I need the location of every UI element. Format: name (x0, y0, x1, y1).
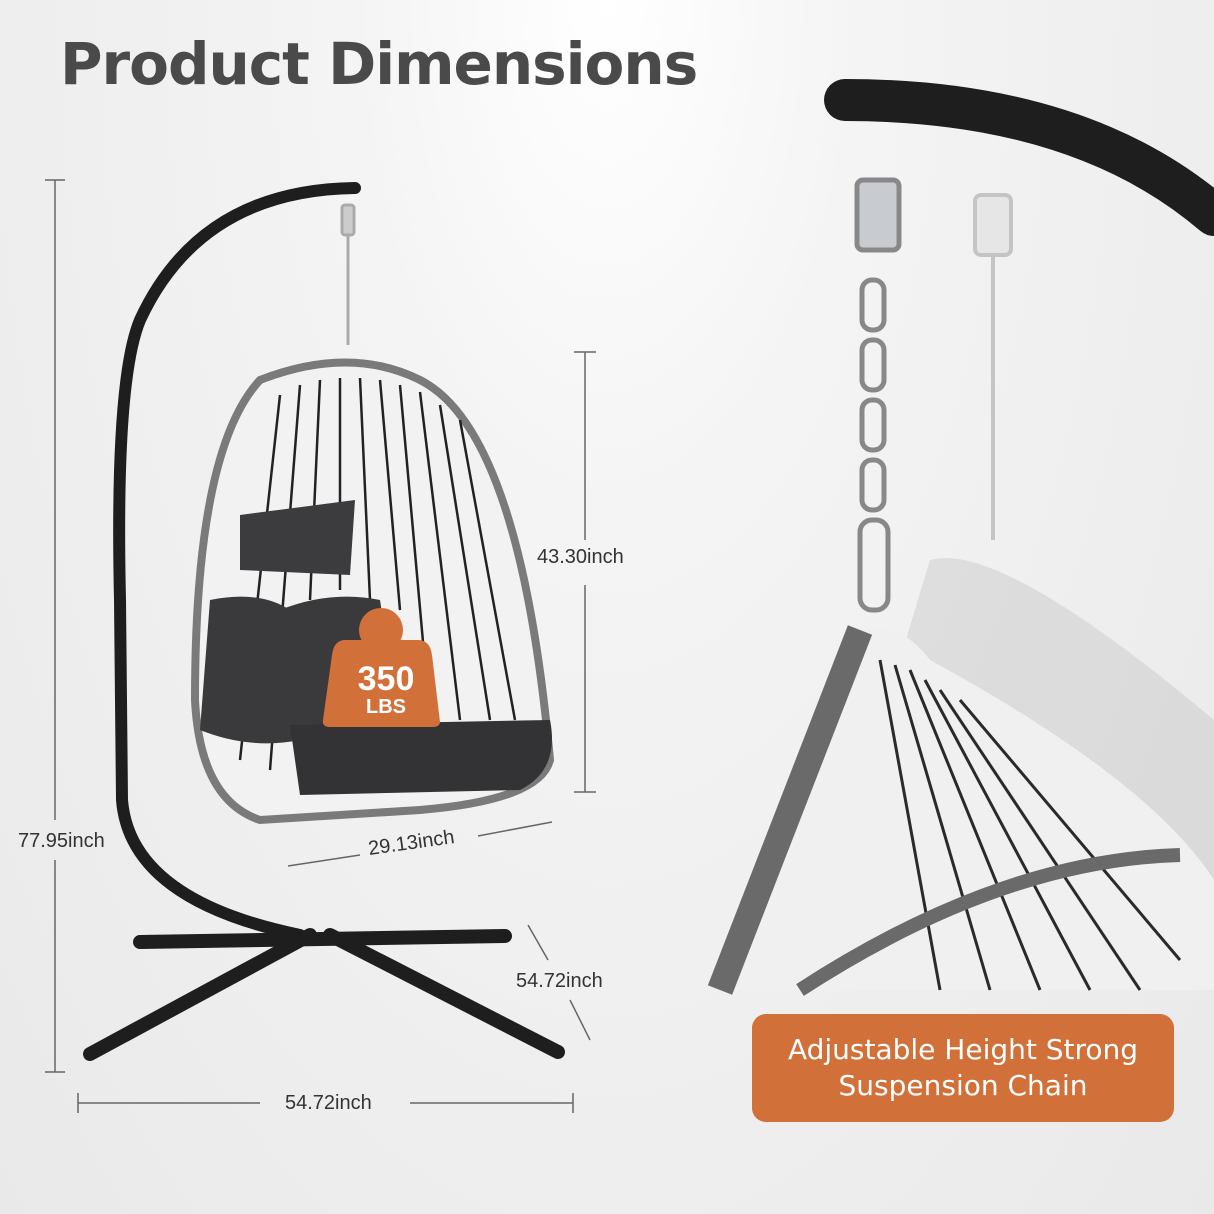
headrest-pillow (240, 500, 355, 575)
seat-height-label: 43.30inch (537, 546, 624, 568)
feature-callout-line2: Suspension Chain (838, 1069, 1088, 1102)
seat-cushion (290, 720, 552, 795)
feature-callout: Adjustable Height Strong Suspension Chai… (752, 1014, 1174, 1122)
page-title: Product Dimensions (60, 30, 698, 98)
dimension-lines (45, 179, 596, 1113)
feature-callout-line1: Adjustable Height Strong (787, 1033, 1139, 1066)
total-height-label: 77.95inch (18, 830, 105, 852)
weight-unit: LBS (366, 696, 406, 718)
weight-capacity-badge: 350 LBS (330, 662, 442, 718)
weight-icon (322, 608, 440, 727)
chain-closeup (707, 79, 1214, 996)
base-depth-label: 54.72inch (516, 970, 603, 992)
base-width-label: 54.72inch (285, 1092, 372, 1114)
weight-value: 350 (357, 660, 415, 698)
chain (340, 203, 356, 345)
egg-chair (190, 358, 555, 825)
chair-stand (83, 182, 565, 1061)
